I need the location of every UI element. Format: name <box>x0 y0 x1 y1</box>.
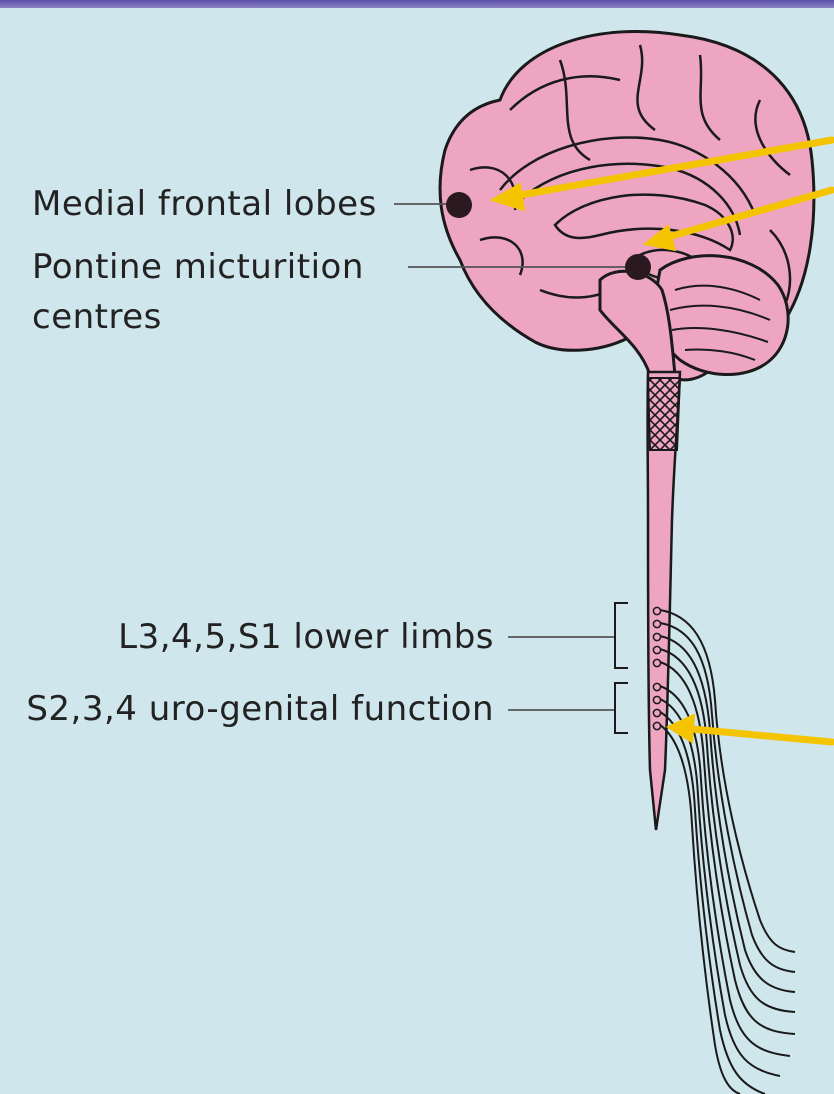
label-medial-frontal-lobes: Medial frontal lobes <box>32 187 377 221</box>
label-urogenital-function: S2,3,4 uro-genital function <box>26 692 494 726</box>
label-pontine-centres: centres <box>32 300 162 334</box>
pontine-centre-marker <box>625 254 651 280</box>
label-pontine-micturition: Pontine micturition <box>32 250 364 284</box>
frontal-lobe-marker <box>446 192 472 218</box>
label-lower-limbs: L3,4,5,S1 lower limbs <box>118 620 494 654</box>
spinal-nerves <box>660 610 795 1094</box>
pyramidal-decussation <box>648 378 680 450</box>
urogenital-bracket <box>615 683 628 733</box>
lower-limbs-bracket <box>615 603 628 668</box>
